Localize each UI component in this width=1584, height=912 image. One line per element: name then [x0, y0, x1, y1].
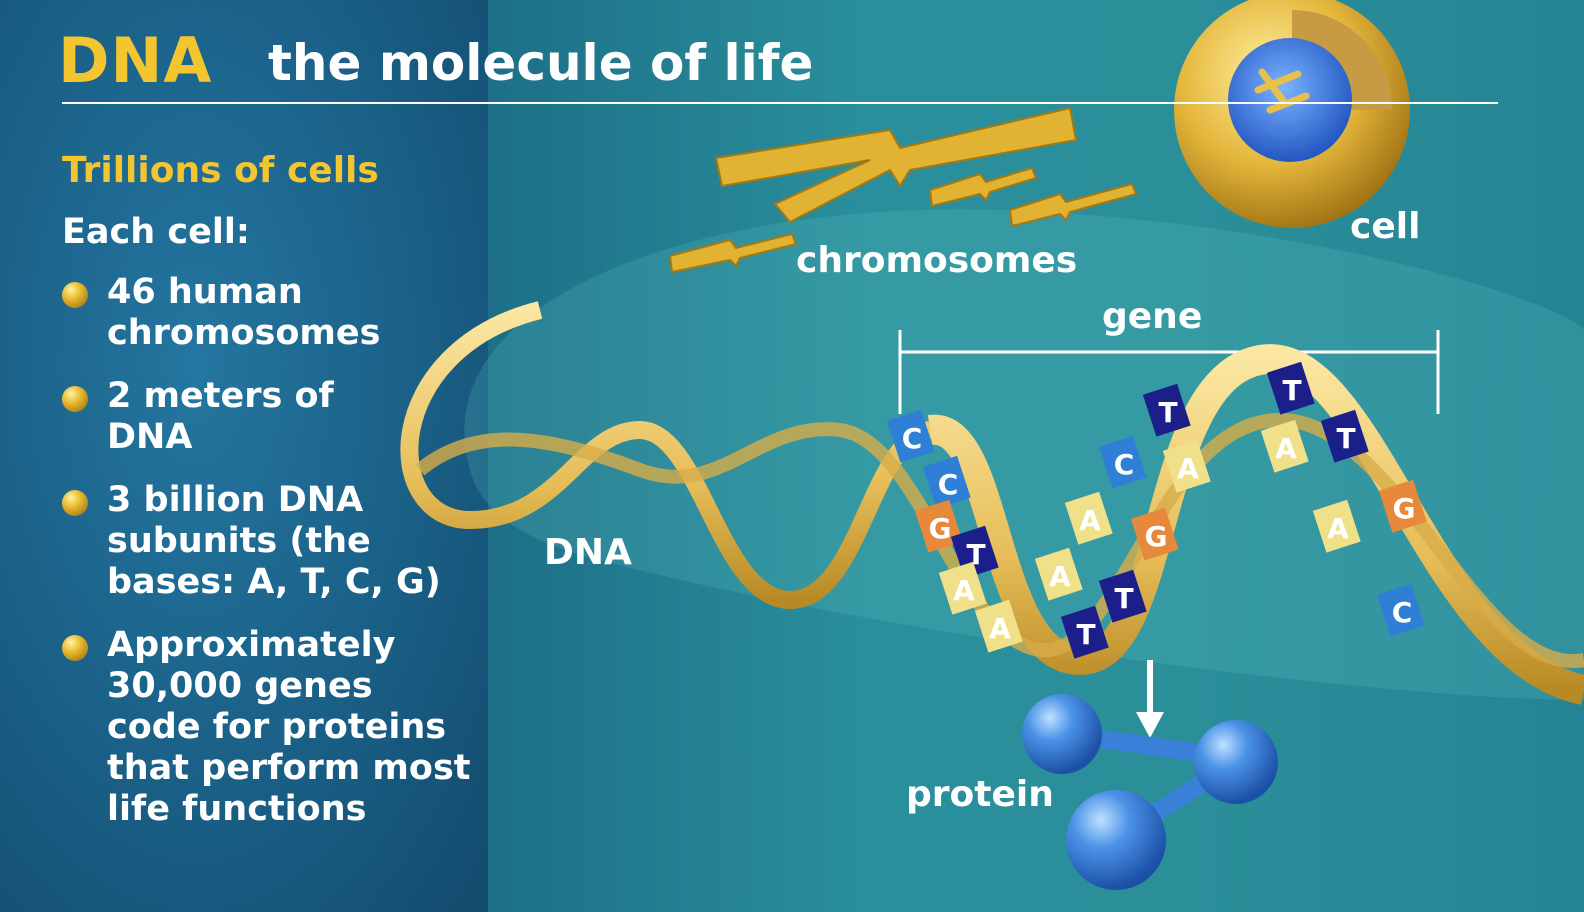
base-letter: T [1114, 582, 1133, 615]
base-block [1130, 507, 1179, 561]
dna-label: DNA [544, 532, 632, 573]
base-block [1098, 569, 1147, 623]
fact-text: 46 human chromosomes [107, 272, 381, 353]
base-block [1266, 361, 1315, 415]
base-letter: T [1282, 374, 1301, 407]
base-block [1142, 383, 1191, 437]
base-letter: A [1327, 512, 1349, 545]
list-item: 2 meters of DNA [62, 376, 487, 458]
title-highlight: DNA [58, 24, 213, 97]
cell-label: cell [1350, 206, 1421, 247]
base-block [1378, 479, 1427, 533]
bullet-icon [62, 282, 88, 308]
base-block [922, 455, 971, 509]
base-block [1098, 435, 1147, 489]
base-block [1312, 499, 1361, 553]
gene-bracket [898, 330, 1440, 414]
facts-list: 46 human chromosomes 2 meters of DNA 3 b… [62, 272, 487, 852]
base-block [974, 599, 1023, 653]
base-block [1060, 605, 1109, 659]
base-block [1260, 419, 1309, 473]
base-letter: A [1049, 560, 1071, 593]
list-item: 3 billion DNA subunits (the bases: A, T,… [62, 480, 487, 603]
arrow-icon [1136, 660, 1164, 738]
chromosomes-label: chromosomes [796, 240, 1078, 281]
base-letter: A [953, 574, 975, 607]
gene-label: gene [1102, 296, 1203, 337]
subhead: Trillions of cells [62, 150, 379, 191]
base-letter: A [1275, 432, 1297, 465]
base-letter: G [929, 512, 952, 545]
bullet-icon [62, 386, 88, 412]
bullet-icon [62, 635, 88, 661]
cell-illustration [1174, 0, 1410, 228]
base-letter: A [1177, 452, 1199, 485]
base-block [1162, 439, 1211, 493]
base-block [938, 561, 987, 615]
protein-label: protein [906, 774, 1054, 815]
fact-text: Approximately 30,000 genes code for prot… [107, 625, 471, 829]
base-block [1376, 583, 1425, 637]
base-letter: G [1145, 520, 1168, 553]
base-letter: C [1392, 596, 1413, 629]
base-letter: C [938, 468, 959, 501]
base-letter: G [1393, 492, 1416, 525]
base-block [886, 409, 935, 463]
base-block [1034, 547, 1083, 601]
base-letter: T [1158, 396, 1177, 429]
base-letter: A [989, 612, 1011, 645]
list-item: Approximately 30,000 genes code for prot… [62, 625, 487, 830]
title-text: the molecule of life [268, 34, 814, 92]
bullet-icon [62, 490, 88, 516]
base-block [1320, 409, 1369, 463]
base-letter: A [1079, 504, 1101, 537]
base-letter: C [902, 422, 923, 455]
list-item: 46 human chromosomes [62, 272, 487, 354]
fact-text: 2 meters of DNA [107, 376, 334, 457]
base-block [914, 499, 963, 553]
fact-text: 3 billion DNA subunits (the bases: A, T,… [107, 480, 441, 602]
base-letter: C [1114, 448, 1135, 481]
chromosome-illustration [668, 106, 1138, 274]
base-block [1064, 491, 1113, 545]
title-divider [62, 102, 1498, 104]
protein-molecule [1022, 694, 1278, 890]
base-letter: T [1336, 422, 1355, 455]
base-letter: T [1076, 618, 1095, 651]
intro-text: Each cell: [62, 212, 250, 252]
